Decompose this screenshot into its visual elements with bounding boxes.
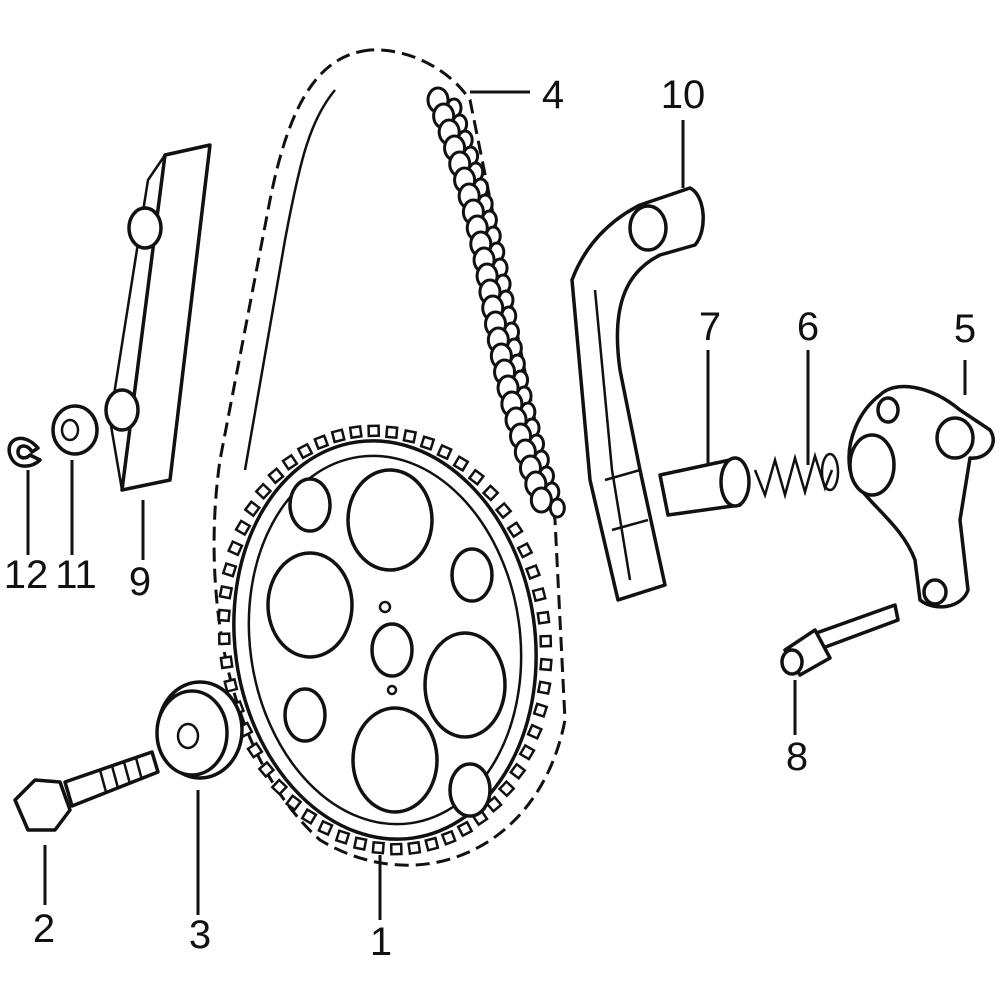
tensioner-housing[interactable]	[847, 384, 995, 609]
sprocket-tooth	[402, 429, 418, 444]
sprocket-tooth	[518, 743, 536, 761]
timing-chain[interactable]	[212, 48, 567, 867]
callout-11: 11	[55, 553, 97, 597]
sprocket-tooth	[524, 563, 542, 581]
sprocket-tooth	[270, 778, 289, 796]
camshaft-sprocket[interactable]	[209, 421, 562, 859]
sprocket-tooth	[317, 819, 334, 837]
callout-1: 1	[370, 920, 392, 964]
sprocket-tooth	[467, 468, 486, 486]
sprocket-tooth	[539, 657, 553, 672]
sprocket-tooth	[300, 807, 318, 826]
sprocket-tooth	[481, 484, 500, 502]
sprocket-tooth	[257, 760, 276, 779]
sprocket-tooth	[234, 519, 252, 537]
sprocket-tooth	[531, 586, 547, 603]
sprocket-tooth	[385, 425, 399, 440]
sprocket-tooth	[485, 795, 503, 814]
tensioner-bolt[interactable]	[780, 603, 900, 677]
sprocket-tooth	[330, 428, 346, 444]
sprocket-tooth	[254, 482, 273, 501]
callout-12: 12	[4, 553, 49, 597]
sprocket-tooth	[246, 741, 264, 759]
sprocket-tooth	[532, 702, 549, 719]
sprocket-tooth	[223, 677, 239, 694]
sprocket-tooth	[296, 442, 314, 460]
sprocket-tooth	[389, 842, 403, 856]
sprocket-tooth	[506, 521, 524, 539]
chain-link	[548, 497, 566, 519]
tensioner-rail[interactable]	[570, 186, 705, 602]
sprocket-tooth	[456, 820, 474, 838]
sprocket-tooth	[284, 794, 303, 812]
sprocket-tooth	[221, 561, 238, 578]
chain-link	[529, 486, 553, 514]
callout-6: 6	[797, 305, 819, 349]
sprocket-tooth	[508, 762, 527, 781]
leader-lines	[26, 90, 967, 920]
sprocket-tooth	[217, 632, 231, 646]
chain-guide-rail[interactable]	[104, 143, 212, 492]
sprocket-tooth	[334, 829, 351, 845]
sprocket-tooth	[281, 453, 299, 471]
callout-3: 3	[189, 913, 211, 957]
sprocket-tooth	[516, 541, 534, 559]
chain-links	[426, 86, 566, 519]
sprocket-teeth	[217, 424, 553, 856]
circlip[interactable]	[7, 436, 42, 468]
sprocket-tooth	[371, 840, 385, 855]
tensioner-piston[interactable]	[658, 456, 751, 517]
callout-9: 9	[129, 560, 151, 604]
sprocket-tooth	[452, 454, 470, 473]
callout-5: 5	[954, 307, 976, 351]
sprocket-tooth	[367, 424, 381, 438]
sprocket-tooth	[494, 501, 513, 520]
sprocket-tooth	[313, 434, 330, 451]
sprocket-bolt[interactable]	[13, 750, 160, 832]
sprocket-tooth	[440, 829, 457, 846]
callout-8: 8	[786, 735, 808, 779]
sprocket-tooth	[227, 539, 244, 557]
sprocket-tooth	[536, 680, 552, 696]
sprocket-tooth	[536, 610, 551, 625]
sprocket-tooth	[424, 836, 440, 852]
sprocket-tooth	[407, 840, 422, 856]
sprocket-tooth	[526, 723, 543, 741]
callout-10: 10	[661, 73, 706, 117]
sprocket-tooth	[352, 836, 368, 851]
callout-labels: 1 2 3 4 5 6 7 8 9 10 11 12	[4, 73, 976, 964]
tensioner-spring[interactable]	[753, 451, 840, 500]
sprocket-tooth	[497, 779, 516, 798]
washer[interactable]	[51, 404, 99, 456]
sprocket-tooth	[217, 608, 231, 623]
sprocket-tooth	[436, 443, 453, 461]
callout-7: 7	[699, 305, 721, 349]
sprocket-tooth	[539, 634, 553, 648]
callout-4: 4	[542, 73, 564, 117]
callout-2: 2	[33, 907, 55, 951]
sprocket-tooth	[243, 499, 262, 518]
sprocket-tooth	[348, 424, 363, 440]
sprocket-tooth	[219, 655, 234, 670]
sprocket-tooth	[218, 584, 234, 600]
sprocket-spacer[interactable]	[155, 680, 244, 780]
sprocket-tooth	[419, 435, 436, 451]
sprocket-tooth	[267, 466, 285, 485]
